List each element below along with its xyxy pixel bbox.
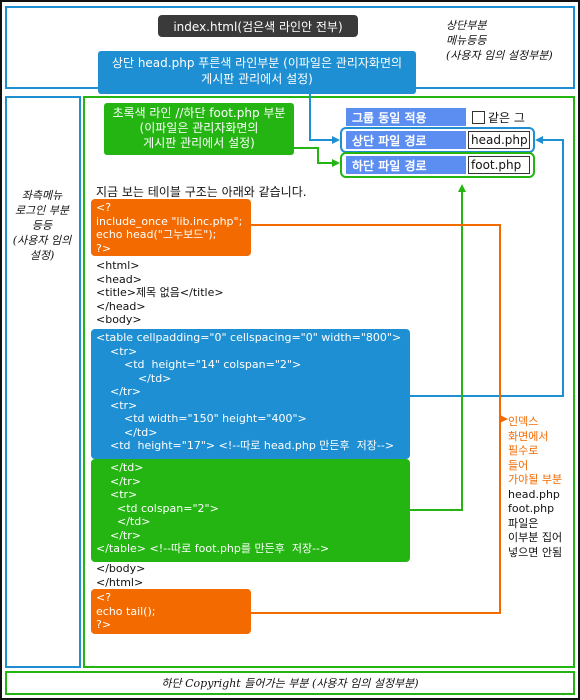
code-line: ?>	[96, 618, 112, 631]
note-line: 가야될 부분	[508, 473, 563, 486]
left-menu-zone	[5, 96, 81, 668]
note-line: head.php	[508, 487, 560, 501]
note-line: 파일은	[508, 516, 539, 530]
php-tail-block: <? echo tail(); ?>	[91, 589, 251, 634]
html-head-code: <html> <head> <title>제목 없음</title> </hea…	[96, 259, 296, 327]
required-parts-note: 인덱스 화면에서 필수로 들어 가야될 부분 head.php foot.php…	[508, 415, 580, 560]
code-line: </body>	[96, 562, 146, 575]
code-line: <head>	[96, 272, 142, 286]
code-line: <tr>	[96, 344, 138, 358]
head-php-code-block: <table cellpadding="0" cellspacing="0" w…	[91, 329, 410, 459]
group-apply-label: 그룹 동일 적용	[346, 108, 466, 126]
foot-path-label: 하단 파일 경로	[346, 156, 466, 174]
head-block-arrow	[410, 136, 564, 397]
foot-php-note: 초록색 라인 //하단 foot.php 부분 (이파일은 관리자화면의 게시판…	[104, 103, 294, 155]
note-line: 들어	[508, 458, 529, 472]
foot-note-arrow	[294, 147, 340, 167]
code-line: </td>	[96, 461, 144, 474]
note-line: 넣으면 안됨	[508, 545, 563, 559]
left-note-line4: 설정)	[29, 249, 55, 262]
head-path-row: 상단 파일 경로 head.php	[346, 131, 532, 149]
code-line: </table> <!--따로 foot.php를 만든후 저장-->	[96, 542, 330, 555]
code-line: </head>	[96, 299, 146, 313]
note-line: 인덱스	[508, 415, 539, 428]
foot-path-row: 하단 파일 경로 foot.php	[346, 156, 532, 174]
code-line: <td height="17"> <!--따로 head.php 만든후 저장-…	[96, 439, 395, 452]
code-line: <tr>	[96, 488, 138, 501]
foot-path-highlight	[340, 152, 535, 178]
content-zone	[83, 96, 575, 668]
note-line: foot.php	[508, 502, 555, 515]
foot-php-code-block: </td> </tr> <tr> <td colspan="2"> </td> …	[91, 459, 410, 562]
code-line: </html>	[96, 575, 144, 589]
head-php-note: 상단 head.php 푸른색 라인부분 (이파일은 관리자화면의 게시판 관리…	[98, 51, 416, 94]
same-group-checkbox[interactable]	[472, 110, 485, 124]
left-note-line2: 로그인 부분등등	[14, 204, 70, 232]
same-group-label: 같은 그	[488, 110, 525, 125]
head-path-label: 상단 파일 경로	[346, 131, 466, 149]
code-line: </tr>	[96, 474, 141, 488]
code-line: echo head("그누보드");	[96, 228, 217, 241]
header-note-line3: (사용자 임의 설정부분)	[446, 49, 553, 62]
left-note-line3: (사용자 임의	[12, 234, 72, 247]
footer-copyright-note: 하단 Copyright 들어가는 부분 (사용자 임의 설정부분)	[161, 677, 419, 690]
code-line: <td height="14" colspan="2">	[96, 358, 302, 371]
note-line: 이부분 집어	[508, 531, 563, 544]
head-note-line1: 상단 head.php 푸른색 라인부분 (이파일은 관리자화면의	[111, 56, 403, 70]
php-head-block: <? include_once "lib.inc.php"; echo head…	[91, 199, 251, 256]
code-line: <td colspan="2">	[96, 501, 219, 515]
code-line: </td>	[96, 425, 158, 439]
foot-note-line2: (이파일은 관리자화면의	[139, 121, 259, 135]
code-line: include_once "lib.inc.php";	[96, 214, 243, 228]
header-area-note: 상단부분 메뉴등등 (사용자 임의 설정부분)	[446, 18, 576, 63]
footer-zone	[5, 671, 575, 695]
structure-intro: 지금 보는 테이블 구조는 아래와 같습니다.	[96, 185, 307, 199]
code-line: <?	[96, 201, 112, 214]
foot-path-input[interactable]: foot.php	[468, 156, 530, 174]
head-note-line2: 게시판 관리에서 설정)	[201, 72, 313, 86]
code-line: <td width="150" height="400">	[96, 412, 307, 425]
note-line: 화면에서	[508, 429, 549, 443]
header-note-line2: 메뉴등등	[446, 34, 487, 47]
header-note-line1: 상단부분	[446, 19, 487, 32]
code-line: <html>	[96, 259, 140, 272]
code-line: </td>	[96, 515, 151, 528]
code-line: <?	[96, 591, 112, 604]
note-line: 필수로	[508, 444, 539, 457]
code-line: </td>	[96, 371, 172, 385]
code-line: echo tail();	[96, 604, 156, 618]
code-line: <tr>	[96, 398, 138, 412]
foot-block-arrow	[410, 184, 466, 511]
code-line: </tr>	[96, 528, 141, 542]
code-line: </tr>	[96, 385, 141, 398]
head-note-arrow	[309, 94, 340, 144]
code-line: <table cellpadding="0" cellspacing="0" w…	[96, 331, 402, 344]
group-apply-row: 그룹 동일 적용 같은 그	[346, 108, 562, 126]
left-menu-note: 좌측메뉴 로그인 부분등등 (사용자 임의 설정)	[10, 188, 74, 263]
html-body-close-code: </body> </html>	[96, 562, 296, 589]
foot-note-line1: 초록색 라인 //하단 foot.php 부분	[112, 106, 286, 120]
code-line: ?>	[96, 241, 112, 255]
foot-note-line3: 게시판 관리에서 설정)	[143, 136, 255, 150]
code-line: <body>	[96, 313, 142, 326]
index-html-label: index.html(검은색 라인안 전부)	[158, 15, 358, 37]
code-line: <title>제목 없음</title>	[96, 286, 224, 299]
head-path-input[interactable]: head.php	[468, 131, 530, 149]
left-note-line1: 좌측메뉴	[21, 189, 63, 202]
